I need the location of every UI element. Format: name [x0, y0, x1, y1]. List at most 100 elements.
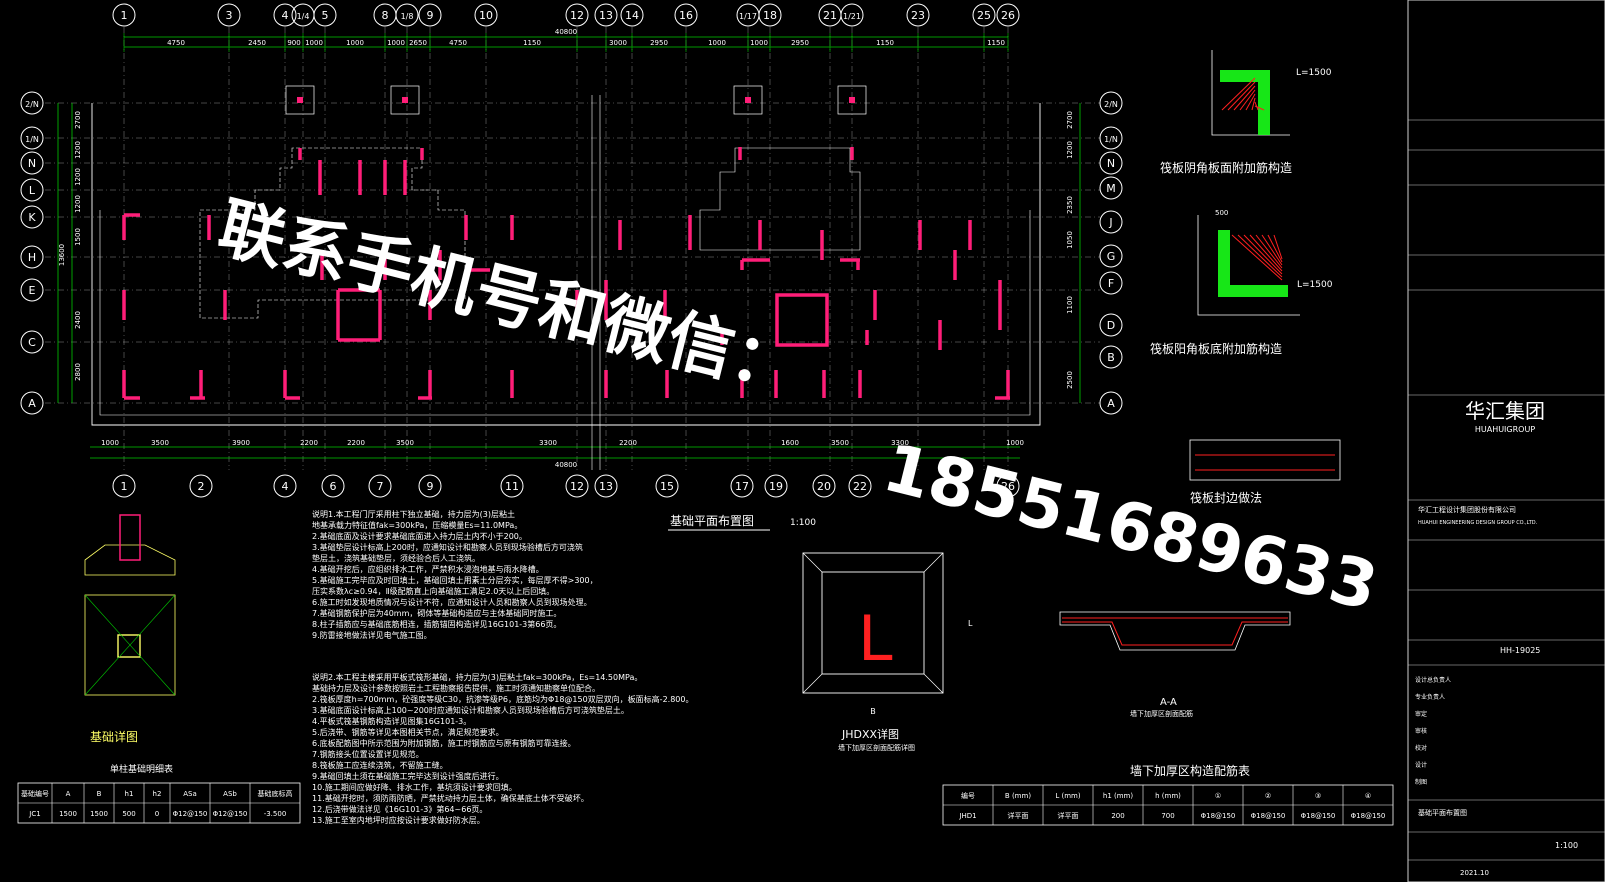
section-bar-bottom	[1062, 621, 1288, 646]
dim-top-text: 1000	[708, 39, 726, 47]
raft-neg-bar	[1221, 77, 1256, 111]
note-1-line: 9.防雷接地做法详见电气施工图。	[312, 630, 432, 640]
raft-neg-bar	[1239, 89, 1256, 111]
raft-seal-outline	[1189, 439, 1341, 481]
design-notes: 说明1.本工程门厅采用柱下独立基础，持力层为(3)层粘土地基承载力特征值fak=…	[312, 509, 693, 825]
raft-neg-hatch	[1220, 70, 1270, 135]
axis-bottom-label: 12	[570, 480, 584, 493]
jhd-table-cell: JHD1	[958, 812, 976, 820]
axis-right-circle	[1099, 391, 1123, 415]
axis-top-label: 16	[679, 9, 693, 22]
dim-bottom-text: 3500	[151, 439, 169, 447]
dim-top-text: 1150	[987, 39, 1005, 47]
axis-left-circle	[20, 178, 44, 202]
axis-bottom-circle	[730, 474, 754, 498]
raft-pos-bar	[1261, 234, 1283, 266]
axis-bottom-circle	[565, 474, 589, 498]
title-row-label: 校对	[1415, 744, 1427, 752]
raft-pos-outline	[1197, 215, 1300, 316]
axis-left-circle	[20, 278, 44, 302]
foundation-table-header: B	[97, 790, 102, 798]
dim-left-text: 1200	[74, 168, 82, 186]
axis-top-label: 1/4	[297, 12, 310, 21]
dim-right-text: 2700	[1066, 111, 1074, 129]
drawing-number: HH-19025	[1500, 646, 1540, 655]
axis-left-circle	[20, 391, 44, 415]
jhd-table-header: B (mm)	[1005, 792, 1031, 800]
footing-column	[297, 97, 303, 103]
note-2-line: 8.筏板施工应连续浇筑，不留施工缝。	[312, 760, 448, 770]
axis-top-label: 5	[322, 9, 329, 22]
axis-top-circle	[758, 3, 782, 27]
axis-right-circle	[1099, 126, 1123, 150]
raft-pos-bar	[1237, 234, 1283, 278]
jhd-table-header: ④	[1365, 792, 1371, 800]
axis-bottom-circle	[321, 474, 345, 498]
axis-bottom-circle	[112, 474, 136, 498]
company-name-cn: 华汇工程设计集团股份有限公司	[1418, 505, 1516, 514]
main-plan-title: 基础平面布置图	[670, 514, 754, 528]
raft-pos-hatch	[1218, 230, 1288, 297]
axis-left-label: E	[29, 284, 36, 297]
jhd-table-cell: Φ18@150	[1351, 812, 1386, 820]
axis-top-circle	[594, 3, 618, 27]
detail-raft-seal-title: 筏板封边做法	[1190, 490, 1262, 505]
company-logo-en: HUAHUIGROUP	[1475, 425, 1535, 434]
jhd-table-header: ②	[1265, 792, 1271, 800]
axis-bottom-label: 13	[599, 480, 613, 493]
dim-top-text: 1150	[523, 39, 541, 47]
jhd-dim-l: L	[968, 619, 973, 628]
axis-right-label: 2/N	[1104, 100, 1118, 109]
axis-top-label: 21	[823, 9, 837, 22]
note-1-line: 7.基础钢筋保护层为40mm，砌体等基础构造应与主体基础同时施工。	[312, 608, 561, 618]
axis-right-label: A	[1107, 397, 1115, 410]
axis-top-circle	[972, 3, 996, 27]
dim-bottom-text: 2200	[619, 439, 637, 447]
core-right-outline	[699, 147, 861, 251]
column-footing	[733, 85, 763, 115]
axis-top-label: 9	[427, 9, 434, 22]
note-2-line: 6.底板配筋图中所示范围为附加钢筋，施工时钢筋应与原有钢筋可靠连接。	[312, 738, 576, 748]
axis-right-circle	[1099, 176, 1123, 200]
axis-bottom-circle	[655, 474, 679, 498]
axis-bottom-label: 22	[853, 480, 867, 493]
axis-bottom-label: 19	[769, 480, 783, 493]
footing-plan-column	[117, 634, 141, 658]
axis-bottom-label: 4	[282, 480, 289, 493]
raft-outline	[91, 103, 1041, 426]
foundation-table-header: h2	[153, 790, 162, 798]
jhd-table-cell: Φ18@150	[1201, 812, 1236, 820]
column-footing	[285, 85, 315, 115]
raft-pos-bar	[1255, 234, 1283, 269]
dim-top-text: 3000	[609, 39, 627, 47]
raft-pos-bar	[1267, 234, 1283, 263]
jhd-corner	[923, 552, 944, 573]
dim-left-total: 13600	[58, 244, 66, 266]
raft-pos-bar	[1231, 234, 1283, 281]
axis-bottom-circle	[812, 474, 836, 498]
axis-right-label: B	[1107, 351, 1115, 364]
dim-bottom-text: 3300	[539, 439, 557, 447]
foundation-table-header: ASa	[183, 790, 197, 798]
axis-top-label: 26	[1001, 9, 1015, 22]
axis-bottom-label: 9	[427, 480, 434, 493]
jhd-inner	[821, 571, 925, 675]
axis-right-circle	[1099, 151, 1123, 175]
foundation-table-cell: 1500	[59, 810, 77, 818]
axis-right-label: M	[1106, 182, 1116, 195]
watermark-phone: 18551689633	[876, 429, 1385, 626]
note-2-line: 11.基础开挖时，须防雨防晒，严禁扰动持力层土体，确保基底土体不受破坏。	[312, 793, 589, 803]
jhd-letter: L	[858, 602, 893, 675]
jhd-table-header: h1 (mm)	[1103, 792, 1133, 800]
dim-bottom-text: 2200	[347, 439, 365, 447]
dim-bottom-text: 1600	[781, 439, 799, 447]
jhd-detail-subtitle: 墙下加厚区剖面配筋详图	[838, 743, 915, 752]
note-1-line: 压实系数λc≥0.94，Ⅱ级配筋直上向基础施工满足2.0天以上后回填。	[312, 586, 554, 596]
note-2-line: 13.施工至室内地坪时应按设计要求做好防水层。	[312, 815, 485, 825]
drawing-scale: 1:100	[1555, 841, 1578, 850]
footing-detail	[84, 514, 176, 696]
note-2-line: 2.筏板厚度h=700mm，砼强度等级C30，抗渗等级P6，底筋均为Φ18@15…	[312, 694, 693, 704]
jhd-dim-b: B	[870, 707, 876, 716]
